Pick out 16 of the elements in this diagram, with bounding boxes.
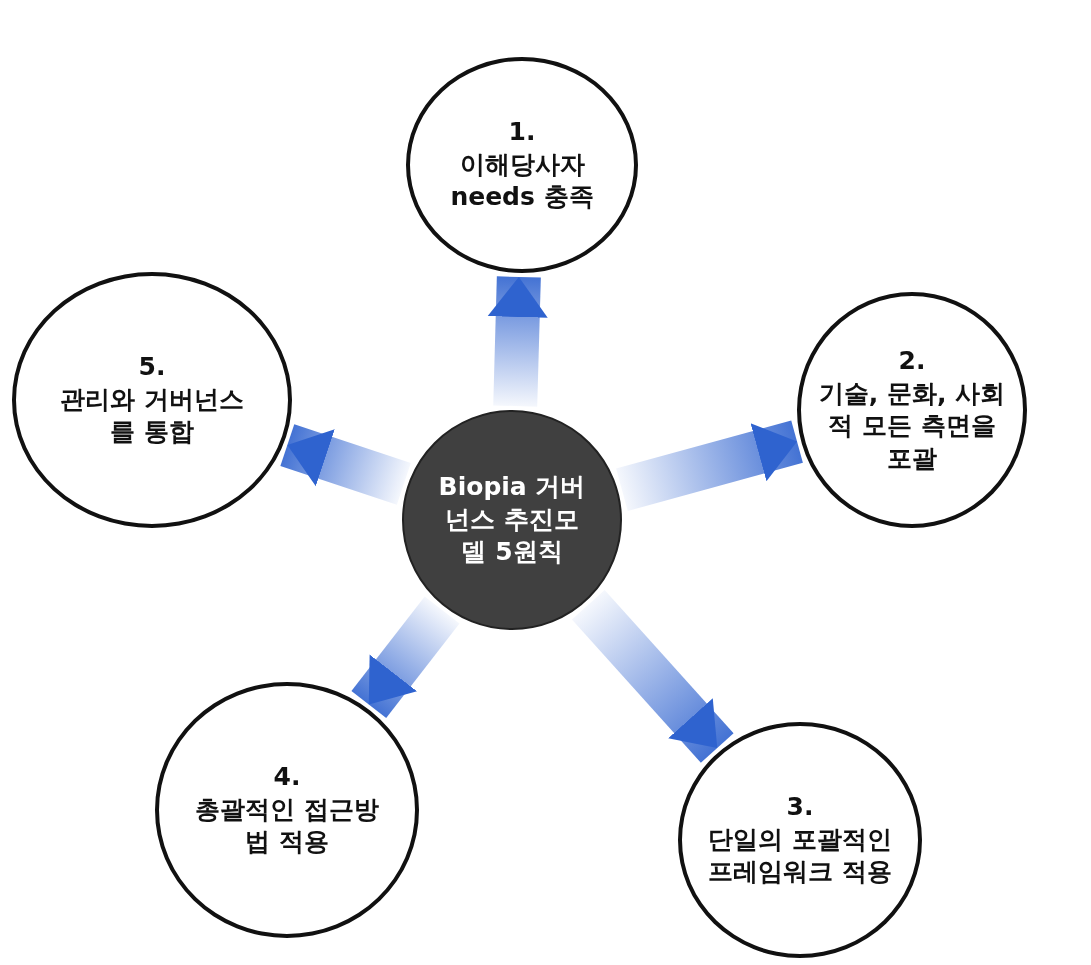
number-label: 4. <box>273 761 301 794</box>
arrow <box>616 420 803 511</box>
principle-text: 기술, 문화, 사회적 모든 측면을 포괄 <box>817 377 1007 475</box>
number-label: 2. <box>898 345 926 377</box>
arrow <box>280 424 411 505</box>
principle-text: 총괄적인 접근방법 적용 <box>194 793 380 859</box>
number-label: 5. <box>138 351 166 384</box>
arrow <box>351 596 460 718</box>
arrow <box>571 590 734 763</box>
arrow <box>487 276 548 407</box>
number-label: 1. <box>508 116 536 149</box>
principle-text: 이해당사자 needs 충족 <box>449 148 595 214</box>
title-text: Biopia 거버넌스 추진모델 5원칙 <box>437 471 587 569</box>
principle-text: 단일의 포괄적인 프레임워크 적용 <box>707 823 893 889</box>
principle-text: 관리와 거버넌스를 통합 <box>59 383 245 449</box>
number-label: 3. <box>786 791 814 824</box>
